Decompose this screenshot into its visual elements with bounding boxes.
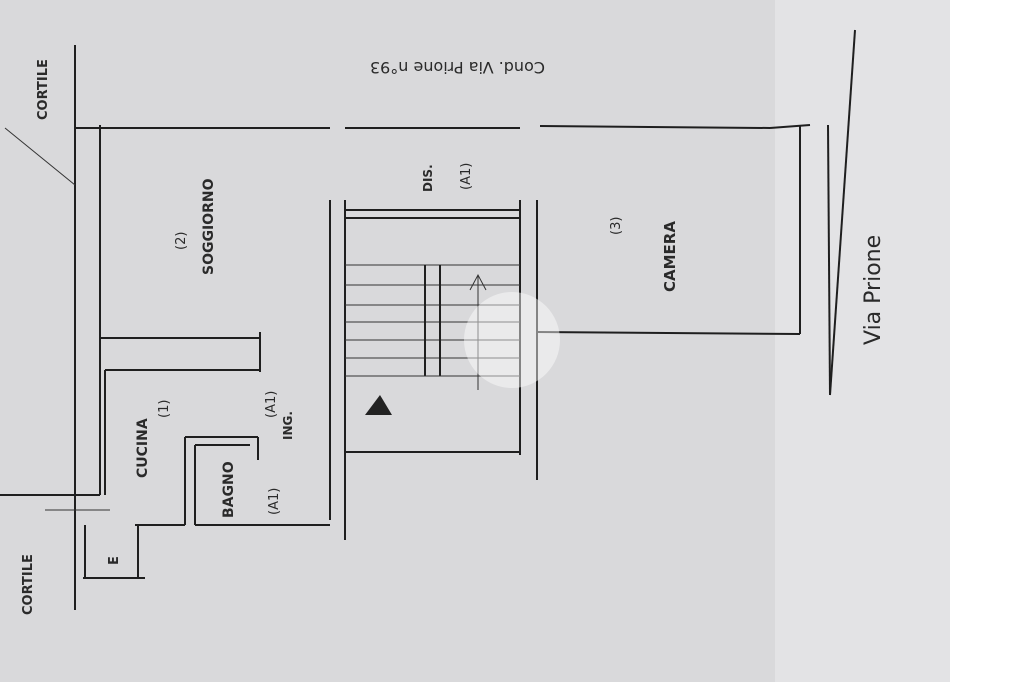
courtyard-bottom-label: CORTILE bbox=[21, 554, 36, 615]
street-label: Via Prione bbox=[861, 235, 886, 345]
paper-fold bbox=[775, 0, 950, 682]
header-note: Cond. Via Prione n°93 bbox=[370, 58, 545, 77]
room-name-soggiorno: SOGGIORNO bbox=[201, 178, 217, 275]
room-number-cucina: (1) bbox=[157, 400, 172, 418]
room-number-soggiorno: (2) bbox=[174, 232, 189, 250]
room-name-bagno: BAGNO bbox=[221, 461, 237, 518]
room-number-camera: (3) bbox=[609, 217, 624, 235]
watermark-logo bbox=[464, 292, 560, 388]
entrance-symbol-icon bbox=[365, 395, 392, 415]
walls bbox=[0, 29, 856, 610]
room-number-ingresso: (A1) bbox=[264, 391, 279, 418]
room-name-camera: CAMERA bbox=[661, 221, 679, 292]
courtyard-top-label: CORTILE bbox=[36, 59, 51, 120]
room-number-bagno: (A1) bbox=[267, 488, 282, 515]
room-name-disimpegno: DIS. bbox=[421, 164, 435, 192]
marker-e: E bbox=[107, 556, 122, 565]
room-name-ingresso: ING. bbox=[281, 411, 295, 440]
room-number-disimpegno: (A1) bbox=[459, 163, 474, 190]
staircase bbox=[345, 264, 520, 390]
room-name-cucina: CUCINA bbox=[135, 418, 151, 478]
